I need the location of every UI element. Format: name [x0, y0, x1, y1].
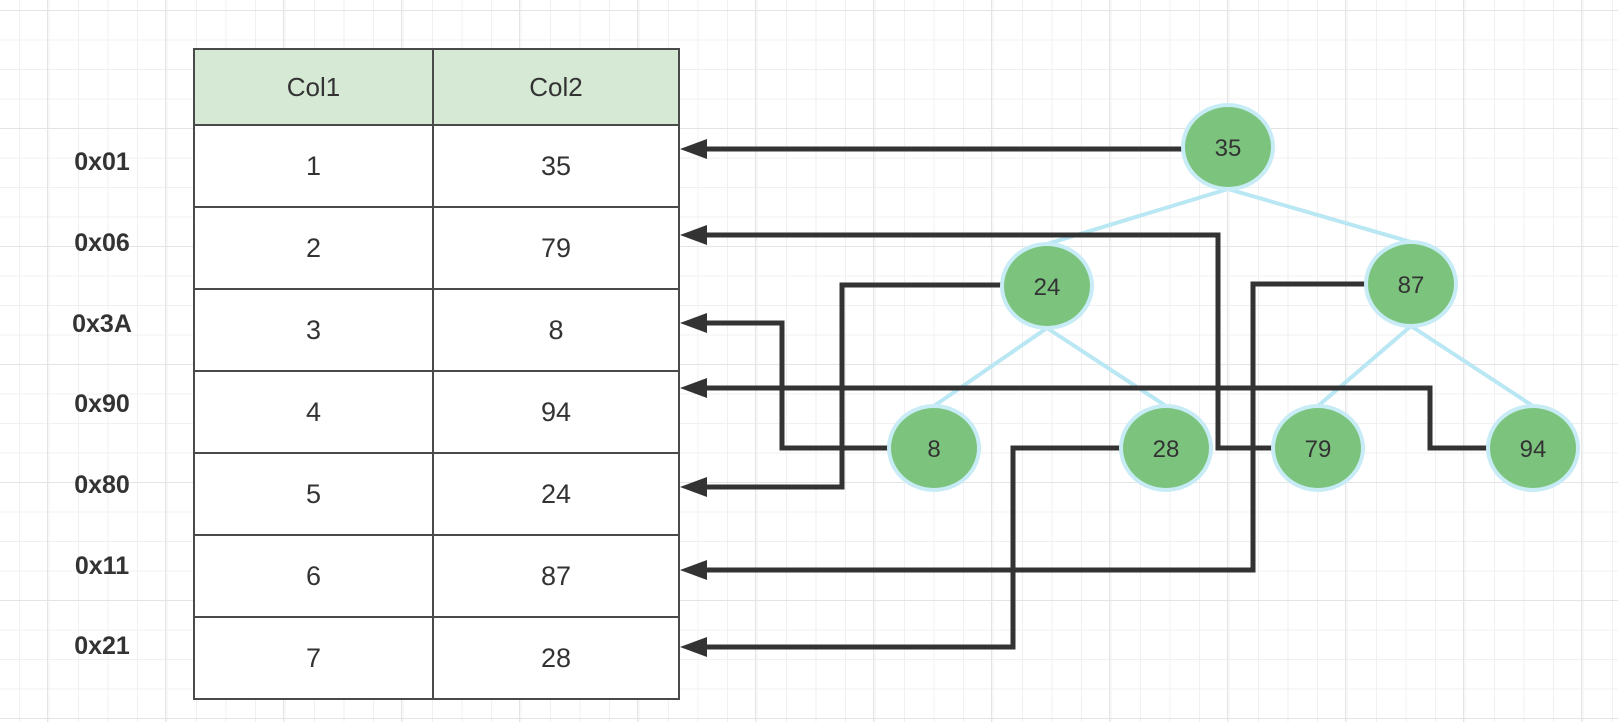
table-cell-col2[interactable]: 79 [432, 206, 680, 290]
col2-header[interactable]: Col2 [432, 48, 680, 126]
table-row: 3 8 [193, 288, 680, 372]
table-cell-col1[interactable]: 4 [193, 370, 434, 454]
tree-node-87-value: 87 [1398, 272, 1425, 299]
tree-edge-35-87[interactable] [1226, 187, 1413, 244]
tree-node-79[interactable] [1271, 404, 1365, 492]
tree-node-24-value: 24 [1034, 274, 1061, 301]
table-cell-col1[interactable]: 6 [193, 534, 434, 618]
table-cell-col2[interactable]: 24 [432, 452, 680, 536]
table-row: 1 35 [193, 124, 680, 208]
tree-node-28[interactable] [1119, 404, 1213, 492]
table-row: 2 79 [193, 206, 680, 290]
table-row: 5 24 [193, 452, 680, 536]
table-cell-col1[interactable]: 7 [193, 616, 434, 700]
table-row: 4 94 [193, 370, 680, 454]
mem-address-label[interactable]: 0x80 [74, 471, 130, 499]
mem-address-label[interactable]: 0x11 [74, 552, 130, 580]
arrowhead-0x01 [680, 139, 707, 159]
table-header-row: Col1 Col2 [193, 48, 680, 126]
table-cell-col2[interactable]: 35 [432, 124, 680, 208]
tree-edge-87-79[interactable] [1316, 324, 1413, 408]
table-cell-col2[interactable]: 28 [432, 616, 680, 700]
connector-24-0x80[interactable] [705, 282, 1002, 490]
table-cell-col2[interactable]: 94 [432, 370, 680, 454]
table-cell-col1[interactable]: 1 [193, 124, 434, 208]
tree-node-24[interactable] [1000, 242, 1094, 330]
arrowhead-0x06 [680, 225, 707, 245]
tree-node-94-value: 94 [1520, 436, 1547, 463]
tree-node-87[interactable] [1364, 240, 1458, 328]
arrowhead-0x11 [680, 560, 707, 580]
table-cell-col2[interactable]: 8 [432, 288, 680, 372]
table-row: 7 28 [193, 616, 680, 700]
lookup-table[interactable]: Col1 Col2 1 35 2 79 3 8 4 94 5 24 [193, 48, 680, 700]
connector-94-0x90[interactable] [705, 385, 1488, 451]
mem-address-label[interactable]: 0x01 [74, 148, 130, 176]
connector-79-0x06[interactable] [705, 232, 1273, 451]
connector-87-0x11[interactable] [705, 281, 1366, 573]
table-cell-col1[interactable]: 3 [193, 288, 434, 372]
arrowhead-0x3A [680, 313, 707, 333]
tree-node-94[interactable] [1486, 404, 1580, 492]
connector-28-0x21[interactable] [705, 445, 1121, 650]
tree-edge-24-28[interactable] [1045, 326, 1168, 408]
arrowhead-0x90 [680, 378, 707, 398]
tree-node-35-value: 35 [1215, 135, 1242, 162]
tree-node-8-value: 8 [927, 436, 940, 463]
tree-node-8[interactable] [887, 404, 981, 492]
table-cell-col2[interactable]: 87 [432, 534, 680, 618]
tree-edge-24-8[interactable] [932, 326, 1049, 408]
mem-address-label[interactable]: 0x3A [72, 310, 132, 338]
mem-address-label[interactable]: 0x90 [74, 390, 130, 418]
tree-node-28-value: 28 [1153, 436, 1180, 463]
table-cell-col1[interactable]: 5 [193, 452, 434, 536]
tree-node-79-value: 79 [1305, 436, 1332, 463]
arrowhead-0x80 [680, 477, 707, 497]
tree-edge-87-94[interactable] [1409, 324, 1535, 408]
table-row: 6 87 [193, 534, 680, 618]
tree-node-35[interactable] [1181, 103, 1275, 191]
table-cell-col1[interactable]: 2 [193, 206, 434, 290]
col1-header[interactable]: Col1 [193, 48, 434, 126]
mem-address-label[interactable]: 0x21 [74, 632, 130, 660]
mem-address-label[interactable]: 0x06 [74, 229, 130, 257]
arrowhead-0x21 [680, 637, 707, 657]
